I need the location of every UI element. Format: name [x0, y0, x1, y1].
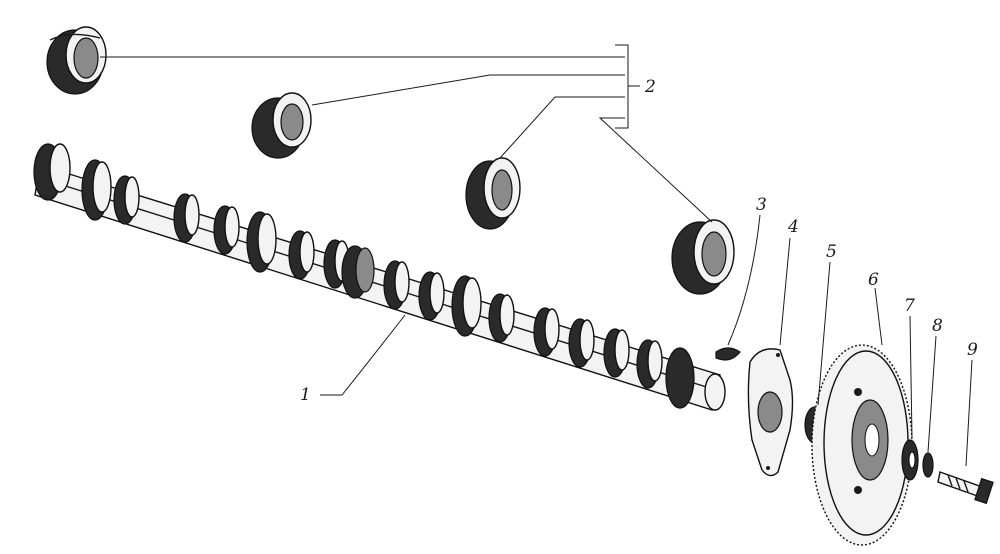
- woodruff-key: [715, 347, 741, 361]
- callout-4: 4: [787, 217, 799, 237]
- callout-8: 8: [932, 316, 943, 336]
- lobe-face: [462, 277, 482, 329]
- callout-2: 2: [644, 77, 656, 97]
- camshaft-timing-gear: [811, 344, 913, 546]
- lobe-face: [579, 319, 595, 361]
- callout-5: 5: [826, 242, 837, 262]
- lobe-face: [647, 340, 663, 382]
- lobe-face: [257, 213, 277, 265]
- lobe-face: [224, 206, 240, 248]
- lobe-face: [394, 261, 410, 303]
- lobe-face: [92, 161, 112, 213]
- callout-3: 3: [756, 195, 767, 215]
- washer: [901, 439, 919, 481]
- thrust-flange: [747, 348, 794, 477]
- lobe-face: [499, 294, 515, 336]
- lobe-face: [544, 308, 560, 350]
- drive-gear-on-shaft: [341, 245, 375, 299]
- callout-leaders: [320, 214, 973, 467]
- bushing-3: [465, 157, 521, 230]
- bushing-2: [251, 92, 312, 159]
- bushing-leader-lines: [100, 44, 713, 223]
- bushing-4: [671, 219, 735, 295]
- callout-9: 9: [967, 340, 978, 360]
- callout-1: 1: [300, 385, 311, 405]
- lobe-face: [429, 272, 445, 314]
- callout-7: 7: [904, 296, 915, 316]
- lobe-face: [299, 231, 315, 273]
- lobe-face: [124, 176, 140, 218]
- lock-washer: [922, 452, 934, 478]
- lobe-face: [614, 329, 630, 371]
- lobe-face: [184, 194, 200, 236]
- bolt: [937, 471, 994, 505]
- camshaft: [33, 143, 726, 411]
- bushing-1: [46, 26, 107, 95]
- callout-6: 6: [868, 270, 879, 290]
